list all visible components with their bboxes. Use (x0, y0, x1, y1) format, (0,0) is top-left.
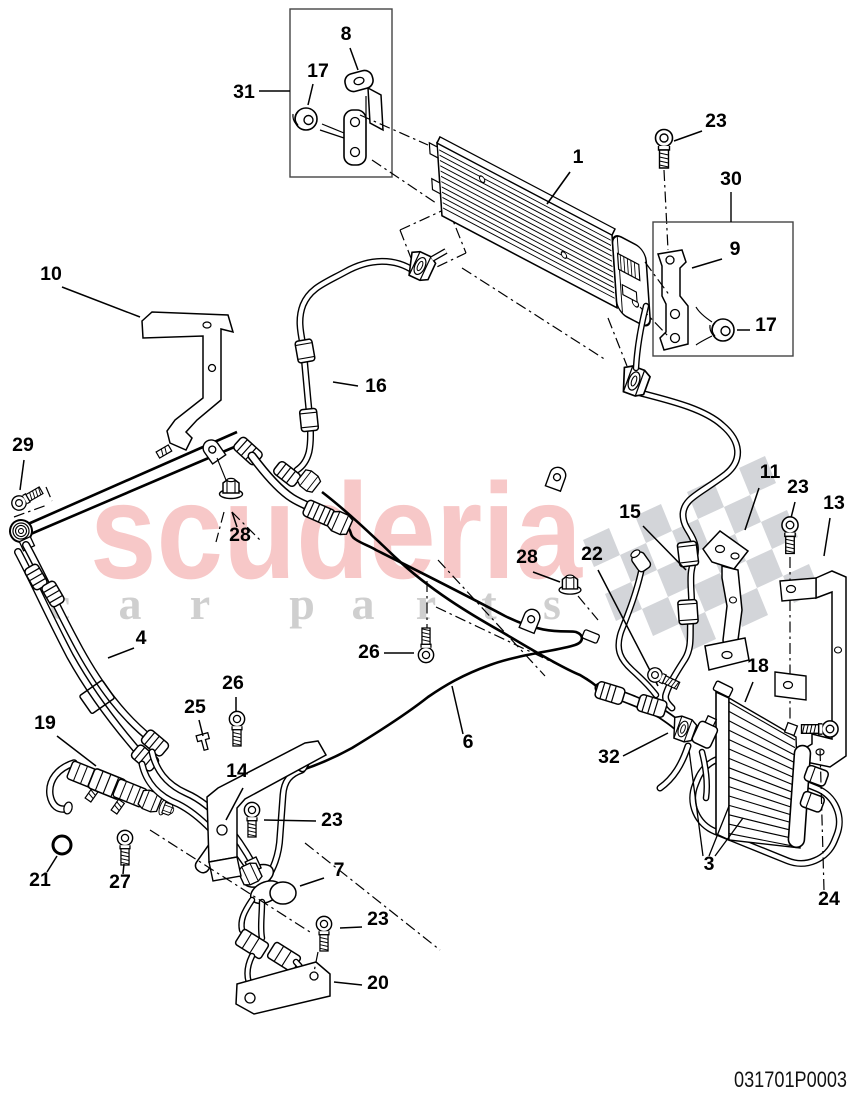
svg-text:031701P0003: 031701P0003 (734, 1067, 847, 1092)
svg-text:6: 6 (463, 731, 474, 753)
svg-text:10: 10 (40, 263, 62, 285)
svg-text:19: 19 (34, 712, 56, 734)
svg-text:25: 25 (184, 696, 206, 718)
svg-text:26: 26 (358, 641, 380, 663)
svg-text:18: 18 (747, 655, 769, 677)
svg-text:32: 32 (598, 746, 620, 768)
svg-text:29: 29 (12, 434, 34, 456)
svg-text:1: 1 (573, 146, 584, 168)
svg-text:23: 23 (367, 908, 389, 930)
svg-text:r: r (190, 578, 210, 629)
svg-text:4: 4 (136, 627, 147, 649)
svg-text:17: 17 (307, 60, 329, 82)
svg-text:17: 17 (755, 314, 777, 336)
svg-text:15: 15 (619, 501, 641, 523)
svg-text:8: 8 (341, 23, 352, 45)
svg-text:r: r (416, 578, 436, 629)
svg-text:26: 26 (222, 672, 244, 694)
svg-text:a: a (119, 578, 142, 629)
svg-text:31: 31 (233, 81, 255, 103)
svg-text:21: 21 (29, 869, 51, 891)
svg-text:s: s (543, 578, 561, 629)
svg-text:16: 16 (365, 375, 387, 397)
svg-text:3: 3 (704, 853, 715, 875)
svg-text:28: 28 (516, 546, 538, 568)
svg-text:23: 23 (787, 476, 809, 498)
svg-text:9: 9 (730, 238, 741, 260)
svg-text:20: 20 (367, 972, 389, 994)
svg-text:27: 27 (109, 871, 131, 893)
svg-text:p: p (289, 578, 315, 629)
svg-text:28: 28 (229, 524, 251, 546)
svg-text:30: 30 (720, 168, 742, 190)
svg-text:t: t (481, 578, 497, 629)
svg-text:23: 23 (705, 110, 727, 132)
svg-text:13: 13 (823, 492, 845, 514)
svg-text:14: 14 (226, 760, 248, 782)
svg-text:22: 22 (581, 543, 603, 565)
svg-text:23: 23 (321, 809, 343, 831)
svg-text:24: 24 (818, 888, 840, 910)
svg-text:a: a (352, 578, 375, 629)
svg-text:11: 11 (760, 461, 781, 483)
